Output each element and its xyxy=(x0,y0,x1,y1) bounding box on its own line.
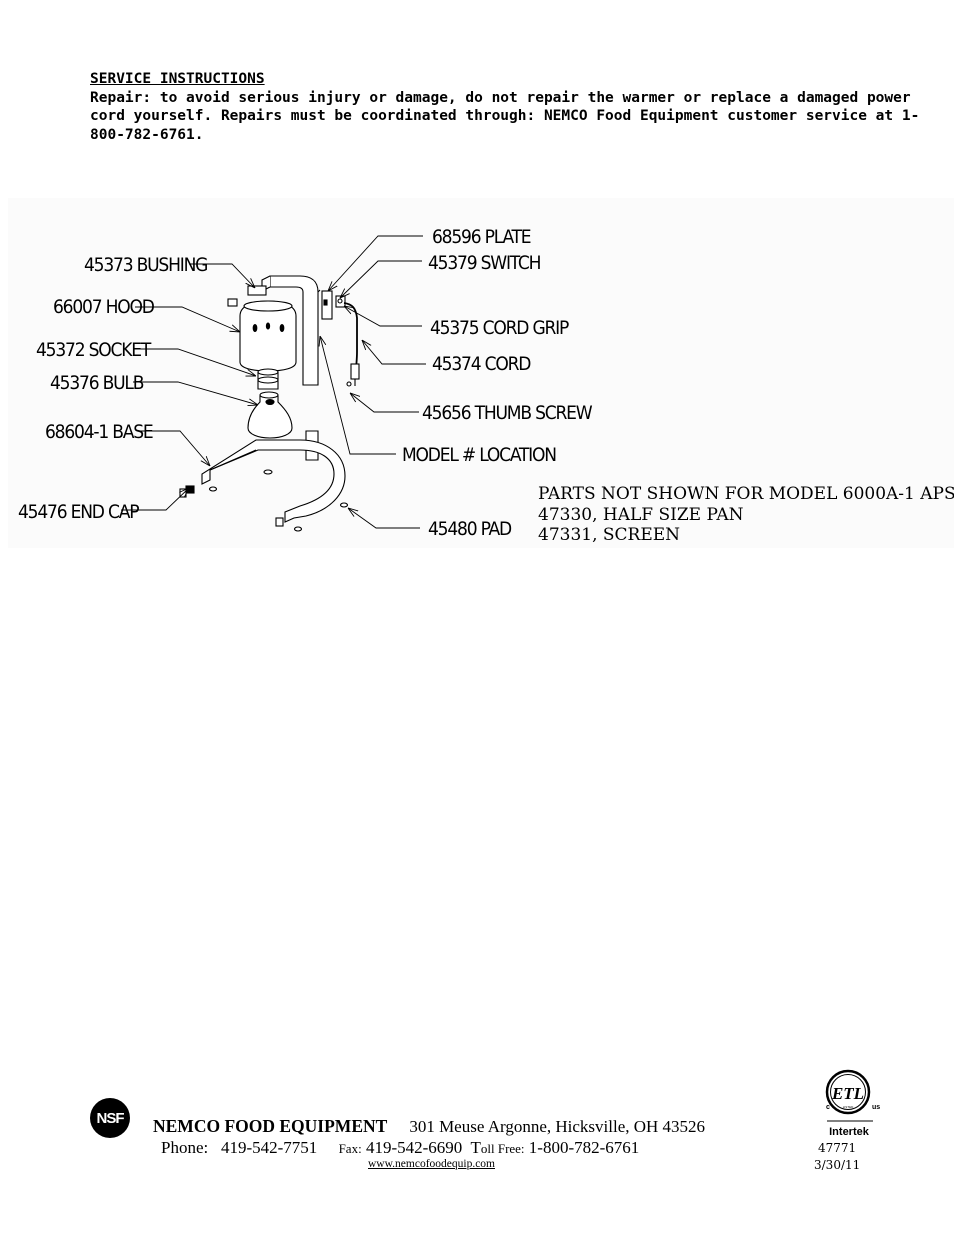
svg-text:Intertek: Intertek xyxy=(829,1126,870,1138)
label-hood: 66007 HOOD xyxy=(53,296,155,318)
contact-line: Phone: 419-542-7751 Fax: 419-542-6690 To… xyxy=(161,1138,639,1158)
label-thumb-screw: 45656 THUMB SCREW xyxy=(422,402,593,424)
label-switch: 45379 SWITCH xyxy=(428,252,541,274)
svg-text:c: c xyxy=(826,1104,830,1111)
parts-not-shown-heading: PARTS NOT SHOWN FOR MODEL 6000A-1 APS xyxy=(538,484,954,504)
phone-number: 419-542-7751 xyxy=(220,1138,318,1157)
company-name: NEMCO FOOD EQUIPMENT xyxy=(153,1116,388,1136)
company-address: 301 Meuse Argonne, Hicksville, OH 43526 xyxy=(409,1117,706,1136)
etl-listed-mark: ETL c us LISTED Intertek xyxy=(825,1069,880,1138)
parts-not-shown-item: 47330, HALF SIZE PAN xyxy=(538,504,744,525)
parts-not-shown: PARTS NOT SHOWN FOR MODEL 6000A-1 APS 47… xyxy=(538,484,954,546)
tollfree-label: oll Free: xyxy=(480,1141,525,1156)
base-frame xyxy=(201,439,346,523)
label-cord-grip: 45375 CORD GRIP xyxy=(430,317,569,339)
nsf-logo: NSF xyxy=(90,1098,130,1138)
svg-text:ETL: ETL xyxy=(831,1084,864,1103)
label-pad: 45480 PAD xyxy=(428,518,512,540)
label-cord: 45374 CORD xyxy=(432,353,531,375)
fax-label: Fax: xyxy=(338,1141,362,1156)
warmer-drawing xyxy=(179,275,360,532)
service-body: Repair: to avoid serious injury or damag… xyxy=(90,89,920,143)
label-bushing: 45373 BUSHING xyxy=(84,254,207,276)
power-cord xyxy=(343,302,358,373)
label-bulb: 45376 BULB xyxy=(50,372,144,394)
label-end-cap: 45476 END CAP xyxy=(18,501,139,523)
parts-diagram: 68596 PLATE 45379 SWITCH 45373 BUSHING 6… xyxy=(18,226,594,540)
label-socket: 45372 SOCKET xyxy=(36,339,152,361)
website-link[interactable]: www.nemcofoodequip.com xyxy=(368,1158,495,1170)
label-base: 68604-1 BASE xyxy=(45,421,153,443)
document-date: 3/30/11 xyxy=(814,1158,861,1172)
bushing xyxy=(247,285,267,296)
company-line: NEMCO FOOD EQUIPMENT 301 Meuse Argonne, H… xyxy=(153,1116,705,1137)
document-number: 47771 xyxy=(818,1141,857,1155)
part-labels: 68596 PLATE 45379 SWITCH 45373 BUSHING 6… xyxy=(18,226,594,540)
service-title: SERVICE INSTRUCTIONS xyxy=(90,71,265,87)
tollfree-t: T xyxy=(470,1138,481,1157)
top-cap xyxy=(227,298,238,307)
svg-text:us: us xyxy=(872,1104,880,1111)
bulb xyxy=(247,395,293,439)
tollfree-number: 1-800-782-6761 xyxy=(528,1138,640,1157)
label-model-location: MODEL # LOCATION xyxy=(402,444,556,466)
upright-post xyxy=(269,275,319,386)
parts-diagram-panel xyxy=(8,198,954,548)
phone-label: Phone: xyxy=(161,1138,209,1157)
service-instructions: SERVICE INSTRUCTIONS Repair: to avoid se… xyxy=(90,70,930,144)
pad xyxy=(263,469,273,475)
parts-not-shown-item: 47331, SCREEN xyxy=(538,525,681,545)
svg-text:LISTED: LISTED xyxy=(843,1105,854,1109)
label-plate: 68596 PLATE xyxy=(432,226,531,248)
leader-lines xyxy=(121,235,426,529)
fax-number: 419-542-6690 xyxy=(365,1138,463,1157)
